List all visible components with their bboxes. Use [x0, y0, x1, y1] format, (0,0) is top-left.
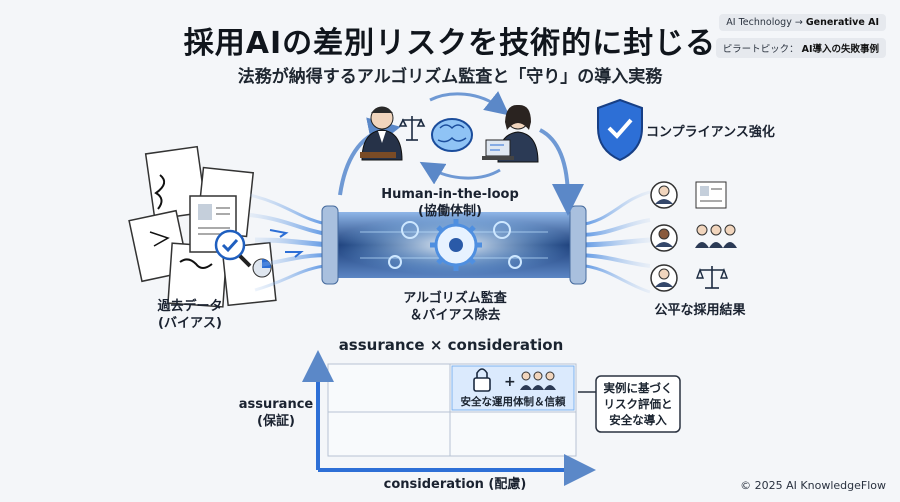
matrix-cell-label: 安全な運用体制＆信頼	[460, 396, 566, 408]
brain-icon	[431, 118, 473, 152]
compliance-label: コンプライアンス強化	[646, 125, 775, 140]
matrix-y-label: assurance (保証)	[238, 396, 314, 430]
gear-icon	[430, 219, 482, 271]
callout-box	[595, 375, 681, 433]
loop-label: Human-in-the-loop (協働体制)	[360, 186, 540, 220]
callout-line1: 実例に基づく	[603, 381, 673, 395]
profile-card-2	[650, 224, 737, 252]
loop-arrow-right	[539, 128, 584, 216]
small-gear-icon	[388, 221, 522, 269]
loop-label-line1: Human-in-the-loop	[381, 187, 519, 202]
page-subtitle: 法務が納得するアルゴリズム監査と「守り」の導入実務	[237, 67, 663, 87]
callout-text: 実例に基づく リスク評価と 安全な導入	[596, 380, 680, 428]
profile-card-1	[650, 181, 727, 209]
center-label-line2: ＆バイアス除去	[409, 308, 501, 323]
callout-line2: リスク評価と	[603, 397, 673, 411]
profile-card-3	[650, 264, 729, 292]
matrix-chart	[302, 350, 596, 486]
left-label-line2: (バイアス)	[158, 316, 222, 331]
copyright: © 2025 AI KnowledgeFlow	[740, 479, 886, 492]
matrix-y-label-line2: (保証)	[257, 414, 295, 429]
right-label: 公平な採用結果	[654, 303, 746, 318]
tag-prefix: AI Technology →	[726, 17, 803, 28]
document-stack-icon	[128, 145, 277, 308]
check-magnifier-icon	[214, 229, 252, 268]
center-label-line1: アルゴリズム監査	[403, 291, 507, 306]
loop-label-line2: (協働体制)	[418, 204, 482, 219]
callout-line3: 安全な導入	[609, 413, 667, 427]
loop-arrow-top	[429, 91, 510, 116]
laptop-icon	[482, 139, 514, 160]
lock-icon	[473, 368, 491, 392]
matrix-plus: +	[504, 374, 516, 390]
tag-strong: Generative AI	[805, 17, 879, 28]
judge-person-icon	[360, 106, 403, 161]
tag-pillar-topic[interactable]: ピラートピック： AI導入の失敗事例	[715, 38, 886, 58]
left-label: 過去データ (バイアス)	[140, 298, 240, 332]
tag-ai-technology[interactable]: AI Technology → Generative AI	[719, 14, 886, 31]
matrix-y-label-line1: assurance	[238, 397, 314, 412]
tag-prefix: ピラートピック：	[722, 44, 799, 55]
data-stream-right	[577, 190, 651, 294]
center-label: アルゴリズム監査 ＆バイアス除去	[370, 290, 540, 324]
matrix-x-label: consideration (配慮)	[383, 477, 527, 492]
team-icon	[520, 371, 556, 390]
scale-icon	[398, 116, 426, 141]
shield-check-icon	[597, 98, 643, 162]
matrix-title: assurance × consideration	[338, 336, 564, 354]
loop-arrow-bottom	[419, 161, 501, 185]
left-label-line1: 過去データ	[157, 299, 223, 314]
tag-strong: AI導入の失敗事例	[801, 44, 879, 55]
page-title: 採用AIの差別リスクを技術的に封じる	[183, 26, 717, 61]
